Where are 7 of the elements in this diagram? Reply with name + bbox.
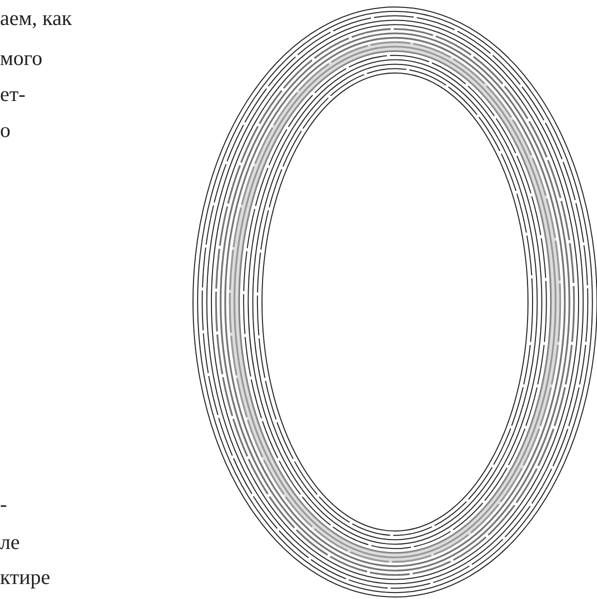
text-fragment: о [0, 120, 10, 141]
text-fragment: - [0, 494, 7, 515]
text-fragment: ле [0, 532, 20, 553]
text-fragment: ет- [0, 84, 26, 105]
text-fragment: ктире [0, 567, 50, 588]
text-fragment: мого [0, 48, 42, 69]
text-fragment: аем, как [0, 8, 72, 29]
